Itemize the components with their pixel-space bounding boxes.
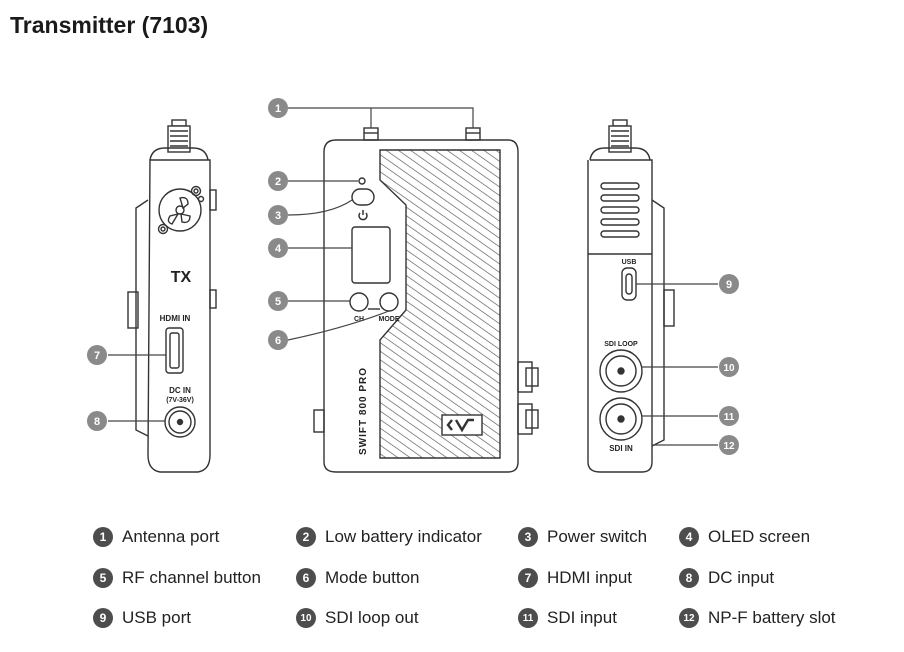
sdi-loop-label: SDI LOOP: [604, 341, 638, 348]
callout-6: 6: [268, 330, 288, 350]
right-antenna-connector-icon: [589, 119, 651, 161]
callout-11: 11: [719, 406, 739, 426]
page-title: Transmitter (7103): [10, 12, 209, 38]
callout-7: 7: [87, 345, 107, 365]
power-symbol-icon: [358, 210, 368, 221]
callout-leaders: [108, 107, 718, 446]
fan-icon: [157, 185, 205, 235]
callout-3: 3: [268, 205, 288, 225]
sdi-loop-port-icon: [599, 349, 643, 393]
tx-label: TX: [171, 269, 192, 286]
svg-text:7: 7: [94, 350, 100, 362]
power-button-icon: [351, 188, 375, 206]
sdi-in-port-icon: [599, 397, 643, 441]
svg-text:4: 4: [275, 243, 282, 255]
front-view: [313, 127, 539, 473]
oled-screen-icon: [351, 226, 391, 284]
ch-button-icon: [349, 292, 369, 312]
callout-10: 10: [719, 357, 739, 377]
hdmi-in-label: HDMI IN: [160, 314, 191, 323]
svg-text:10: 10: [723, 363, 735, 374]
svg-text:1: 1: [275, 103, 281, 115]
svg-text:2: 2: [275, 176, 281, 188]
callout-9: 9: [719, 274, 739, 294]
callout-12: 12: [719, 435, 739, 455]
mode-button-icon: [379, 292, 399, 312]
front-body-outline: [323, 139, 519, 473]
left-body-outline: [147, 159, 211, 473]
callout-4: 4: [268, 238, 288, 258]
hdmi-port-icon: [165, 327, 184, 374]
svg-text:9: 9: [726, 279, 732, 291]
model-name-label: SWIFT 800 PRO: [358, 367, 369, 455]
right-body-outline: [587, 159, 653, 473]
svg-text:5: 5: [275, 296, 281, 308]
svg-text:12: 12: [723, 441, 735, 452]
svg-text:8: 8: [94, 416, 100, 428]
usb-port-icon: [621, 267, 637, 301]
usb-label: USB: [622, 259, 637, 266]
callout-1: 1: [268, 98, 288, 118]
callout-8: 8: [87, 411, 107, 431]
left-side-view: [127, 119, 217, 473]
callout-5: 5: [268, 291, 288, 311]
dc-port-icon: [164, 406, 196, 438]
sdi-in-label: SDI IN: [609, 444, 633, 453]
right-side-view: [587, 119, 675, 473]
callout-2: 2: [268, 171, 288, 191]
svg-text:3: 3: [275, 210, 281, 222]
left-antenna-connector-icon: [149, 119, 209, 161]
svg-text:6: 6: [275, 335, 281, 347]
callout-markers: 1 2 3 4 5 6 7 8: [87, 98, 739, 455]
dc-in-label: DC IN: [169, 386, 191, 395]
dc-voltage-label: (7V-36V): [166, 397, 194, 404]
vent-grille-icon: [600, 182, 640, 238]
svg-text:11: 11: [724, 412, 735, 423]
mode-label: MODE: [379, 316, 400, 323]
battery-led-icon: [358, 177, 366, 185]
ch-label: CH: [354, 316, 364, 323]
